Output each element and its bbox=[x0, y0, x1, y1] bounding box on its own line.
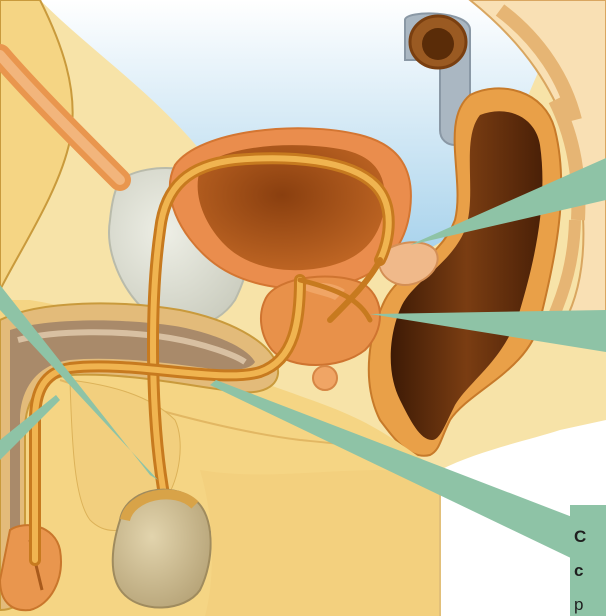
callout-line-2: c bbox=[574, 561, 583, 580]
testis bbox=[113, 490, 211, 608]
callout-line-3: p bbox=[574, 595, 583, 614]
bulbourethral-gland bbox=[313, 366, 337, 390]
callout-line-1: C bbox=[574, 527, 586, 546]
